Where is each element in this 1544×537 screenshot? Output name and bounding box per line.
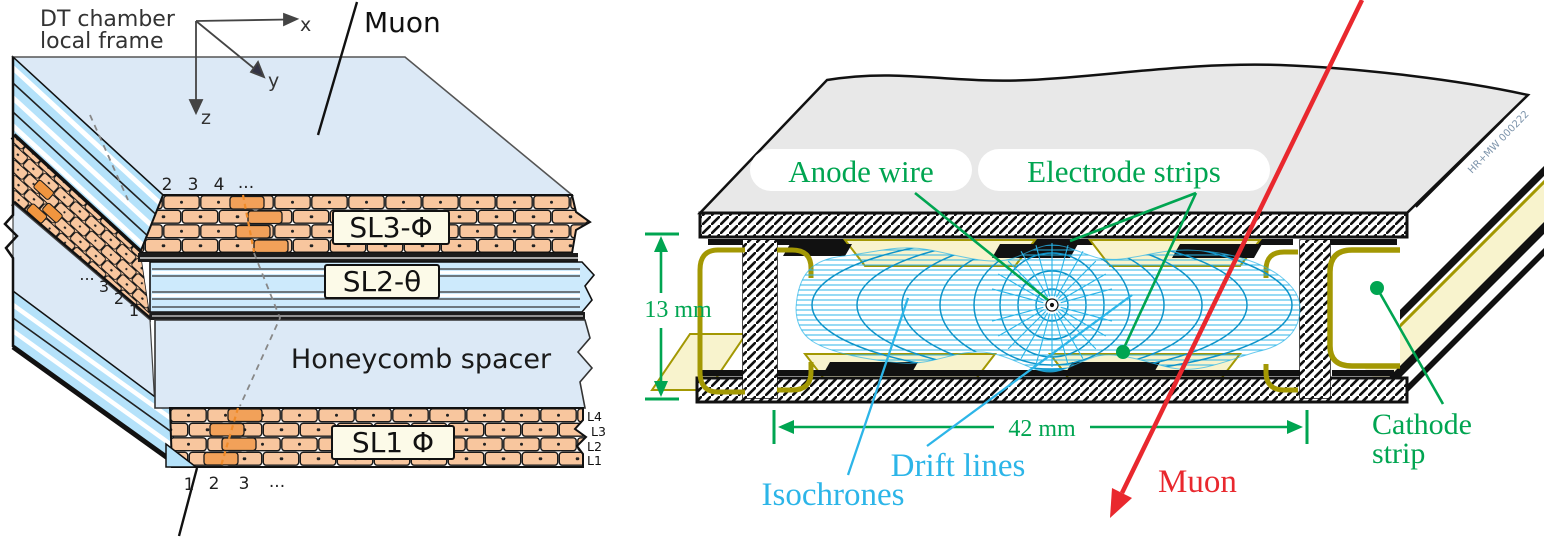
plate-sl3-sl2 xyxy=(138,253,578,262)
cathode-strip-label-line1: Cathode xyxy=(1372,408,1472,441)
sl1-muon-highlight-cells xyxy=(203,408,263,466)
anode-pointer-line xyxy=(914,191,1049,302)
left-break-edge xyxy=(3,57,19,347)
isochrones-pointer xyxy=(846,297,910,476)
sl3-label: SL3-Φ xyxy=(332,210,450,245)
sl1-corner-wedge xyxy=(165,442,199,468)
svg-text:2: 2 xyxy=(114,289,124,308)
muon-label-left: Muon xyxy=(364,6,441,39)
axis-y-arrowhead xyxy=(249,60,266,79)
left-diagram-dt-chamber: x y z DT chamber local frame Muon 2 3 4 … xyxy=(3,1,606,537)
sl1-muon-dashed-path xyxy=(219,407,240,467)
honeycomb-label: Honeycomb spacer xyxy=(291,344,552,375)
svg-text:2: 2 xyxy=(209,474,220,494)
svg-text:4: 4 xyxy=(214,175,225,195)
dim42-arrow-left xyxy=(778,420,794,434)
muon-arrowhead xyxy=(1110,488,1132,518)
layer-labels: L4 L3 L2 L1 xyxy=(587,409,606,468)
muon-track-left xyxy=(177,1,359,537)
svg-text:L4: L4 xyxy=(587,409,602,424)
svg-text:L3: L3 xyxy=(591,424,606,439)
cathode-strip-label-line2: strip xyxy=(1372,437,1425,470)
dim13-arrow-down xyxy=(654,381,668,397)
svg-text:3: 3 xyxy=(239,474,250,494)
svg-text:3: 3 xyxy=(99,277,109,296)
sl2-cell-numbers: ... 3 2 1 xyxy=(79,265,139,320)
svg-text:SL3-Φ: SL3-Φ xyxy=(349,211,432,244)
sl3-muon-dashed-path xyxy=(241,194,256,253)
muon-projection-dashed xyxy=(89,114,281,407)
axis-z-arrowhead xyxy=(188,99,204,116)
electrode-pointer-line-1 xyxy=(1069,191,1197,243)
green-annotations: Anode wire Electrode strips Cathode stri… xyxy=(644,149,1472,470)
sl2-label: SL2-θ xyxy=(324,264,440,299)
drift-lines-label: Drift lines xyxy=(891,448,1026,484)
axis-x-label: x xyxy=(300,14,311,36)
svg-text:L2: L2 xyxy=(587,439,602,454)
right-end-bands xyxy=(1353,166,1544,402)
axis-z-label: z xyxy=(201,107,211,129)
svg-text:1: 1 xyxy=(129,301,139,320)
muon-label-right: Muon xyxy=(1158,464,1237,500)
sl3-cell-numbers: 2 3 4 ... xyxy=(162,173,255,195)
left-ibeam xyxy=(697,239,814,399)
dim13-arrow-up xyxy=(654,236,668,252)
sl1-cell-numbers: 1 2 3 ... xyxy=(184,472,286,495)
svg-text:...: ... xyxy=(79,265,94,284)
svg-text:...: ... xyxy=(238,173,254,193)
frame-caption-line2: local frame xyxy=(40,29,164,54)
svg-text:L1: L1 xyxy=(587,453,602,468)
svg-text:SL2-θ: SL2-θ xyxy=(343,265,421,298)
muon-track-right: Muon xyxy=(1110,0,1365,518)
svg-text:SL1 Φ: SL1 Φ xyxy=(352,426,434,459)
isochrones-arcs xyxy=(811,245,1293,372)
svg-text:3: 3 xyxy=(188,175,199,195)
cyan-annotations: Drift lines Isochrones xyxy=(762,294,1133,513)
dim42-text: 42 mm xyxy=(1008,416,1076,442)
svg-text:2: 2 xyxy=(162,175,173,195)
axis-x-line xyxy=(195,18,289,22)
axis-x-arrowhead xyxy=(283,12,300,27)
anode-label-bg xyxy=(750,149,972,191)
local-frame-axes xyxy=(188,12,300,116)
dimension-42mm xyxy=(772,410,1309,444)
isochrones-label: Isochrones xyxy=(762,477,905,513)
axis-y-line xyxy=(195,20,257,71)
frame-caption-line1: DT chamber xyxy=(40,7,176,32)
svg-text:1: 1 xyxy=(184,475,195,495)
cathode-channel xyxy=(1327,247,1400,369)
plate-sl2-honeycomb xyxy=(150,312,585,320)
svg-text:...: ... xyxy=(269,472,285,492)
electrode-strips-label: Electrode strips xyxy=(1027,154,1221,189)
sl1-side-face xyxy=(11,289,178,467)
electrode-pointer-line-2 xyxy=(1121,192,1198,351)
driftlines-pointer xyxy=(926,294,1133,447)
electrode-label-bg xyxy=(978,149,1270,191)
sl3-muon-highlight-cells xyxy=(229,195,289,254)
axis-y-label: y xyxy=(268,70,279,92)
anode-wire-label: Anode wire xyxy=(788,154,933,189)
electrode-pointer-dot xyxy=(1116,345,1130,359)
sl1-label: SL1 Φ xyxy=(331,425,455,460)
right-diagram-drift-cell: HR+MW 000222 xyxy=(644,0,1544,518)
anode-wire xyxy=(1045,298,1059,312)
dim13-text: 13 mm xyxy=(644,297,712,323)
dim42-arrow-right xyxy=(1287,420,1303,434)
radial-drift-lines xyxy=(990,243,1114,367)
cathode-pointer-line xyxy=(1375,287,1445,405)
